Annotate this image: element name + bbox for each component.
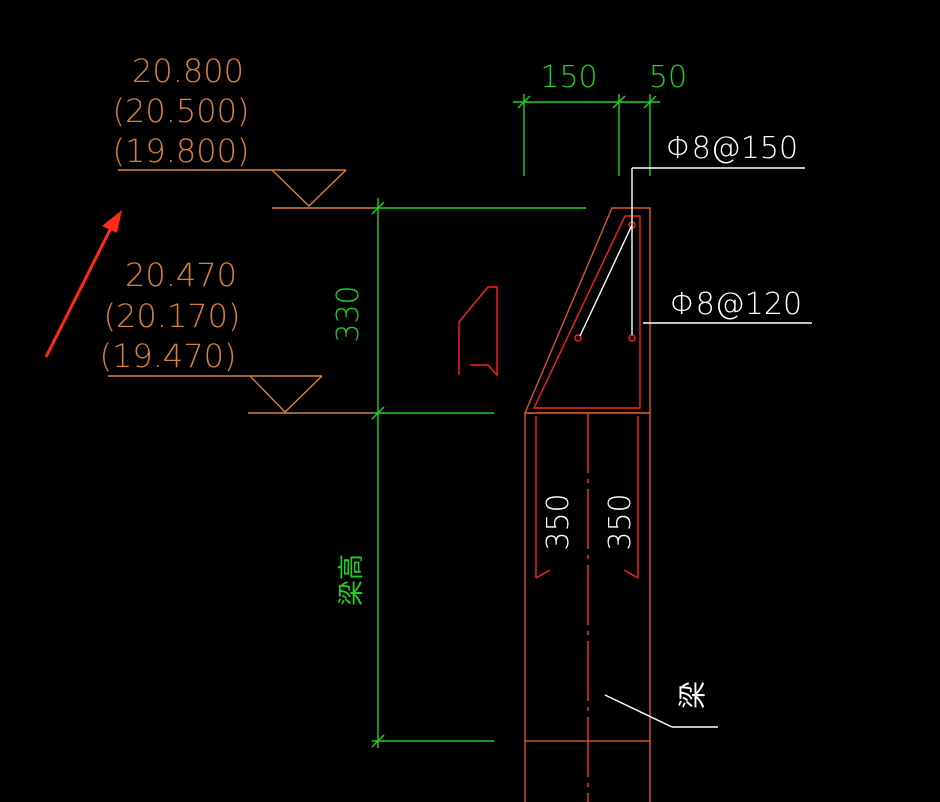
dimension-group: 150 50 330 梁高	[331, 60, 687, 748]
elevation-upper-main: 20.800	[132, 52, 244, 90]
rebar-length-right: 350	[603, 493, 638, 550]
dim-top-width-b: 50	[649, 60, 687, 95]
parapet-outline	[523, 207, 651, 414]
elevation-lower-triangle	[249, 375, 323, 413]
rebar-group	[532, 215, 641, 802]
elevation-upper-alt1: (20.500)	[113, 92, 250, 130]
beam-label: 梁	[676, 681, 709, 709]
elevation-lower-alt2: (19.470)	[100, 337, 237, 375]
label-stirrup-lower: Φ8@120	[670, 287, 802, 322]
annotation-group: Φ8@150 Φ8@120 350 350 梁	[541, 131, 812, 728]
dim-upper-height: 330	[331, 285, 366, 342]
rebar-dot-left	[574, 334, 582, 342]
red-arrow-icon	[44, 210, 122, 358]
elevation-lower-main: 20.470	[125, 256, 237, 294]
label-stirrup-upper: Φ8@150	[666, 131, 798, 166]
leader-diagonal	[579, 224, 633, 337]
break-symbol	[458, 286, 498, 377]
dim-top-width-a: 150	[540, 60, 597, 95]
elevation-marker-upper: 20.800 (20.500) (19.800)	[113, 52, 372, 209]
elevation-upper-alt2: (19.800)	[113, 132, 250, 170]
rebar-length-left: 350	[541, 493, 576, 550]
elevation-marker-lower: 20.470 (20.170) (19.470)	[100, 256, 372, 414]
dim-beam-height: 梁高	[337, 554, 367, 606]
rebar-dot-right	[628, 334, 636, 342]
leader-beam	[604, 694, 673, 728]
elevation-lower-alt1: (20.170)	[104, 297, 241, 335]
stirrup-upper	[532, 215, 641, 409]
elevation-upper-triangle	[271, 169, 347, 207]
